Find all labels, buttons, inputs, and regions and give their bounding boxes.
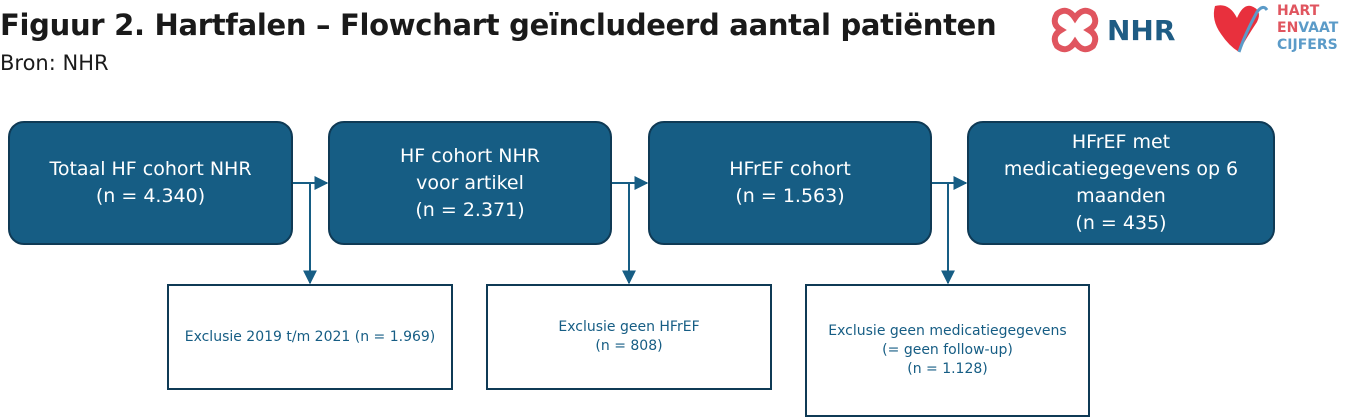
box-line: (n = 2.371)	[415, 198, 525, 221]
box-line: (n = 4.340)	[95, 185, 206, 207]
hartenvaat-logo: HART ENVAAT CIJFERS	[1213, 3, 1339, 53]
exclusion-line: Exclusie 2019 t/m 2021 (n = 1.969)	[184, 328, 436, 345]
box-line: medicatiegegevens op 6	[1003, 158, 1239, 180]
hartenvaat-word-hart: HART	[1277, 3, 1320, 19]
figure-title: Figuur 2. Hartfalen – Flowchart geïnclud…	[0, 8, 997, 42]
exclusion-line: (= geen follow-up)	[882, 342, 1013, 358]
exclusion-line: Exclusie geen HFrEF	[558, 319, 700, 335]
exclusion-box-years: Exclusie 2019 t/m 2021 (n = 1.969)	[167, 284, 453, 390]
cohort-box-total: Totaal HF cohort NHR (n = 4.340)	[8, 121, 293, 245]
hartenvaat-word-en-vaat: ENVAAT	[1277, 20, 1339, 36]
cohort-box-article: HF cohort NHR voor artikel (n = 2.371)	[328, 121, 612, 245]
nhr-logo-text: NHR	[1107, 14, 1175, 47]
cohort-box-hfref: HFrEF cohort (n = 1.563)	[648, 121, 932, 245]
exclusion-line: (n = 1.128)	[907, 361, 988, 377]
figure-source: Bron: NHR	[0, 51, 109, 75]
box-line: (n = 1.563)	[735, 185, 845, 207]
box-line: (n = 435)	[1075, 212, 1167, 234]
hartenvaat-word-vaat: VAAT	[1298, 20, 1338, 36]
box-line: maanden	[1076, 185, 1166, 207]
box-line: HFrEF cohort	[729, 158, 851, 180]
hartenvaat-word-en: EN	[1277, 20, 1298, 36]
box-line: Totaal HF cohort NHR	[49, 158, 252, 180]
exclusion-line: Exclusie geen medicatiegegevens	[828, 323, 1067, 339]
hartenvaat-vein-icon	[1237, 5, 1269, 53]
exclusion-box-no-hfref: Exclusie geen HFrEF (n = 808)	[486, 284, 772, 390]
cohort-box-hfref-medication: HFrEF met medicatiegegevens op 6 maanden…	[967, 121, 1275, 245]
exclusion-line: (n = 808)	[595, 338, 663, 354]
exclusion-box-no-medication: Exclusie geen medicatiegegevens (= geen …	[805, 284, 1090, 417]
box-line: voor artikel	[416, 171, 524, 194]
hartenvaat-word-cijfers: CIJFERS	[1277, 37, 1338, 53]
box-line: HFrEF met	[1071, 131, 1171, 153]
nhr-logo: NHR	[1051, 7, 1175, 53]
hartenvaat-heart-icon	[1213, 5, 1259, 52]
box-line: HF cohort NHR	[400, 144, 540, 167]
nhr-cross-icon	[1051, 7, 1099, 53]
logo-group: NHR HART ENVAAT CIJFERS	[1051, 3, 1339, 53]
